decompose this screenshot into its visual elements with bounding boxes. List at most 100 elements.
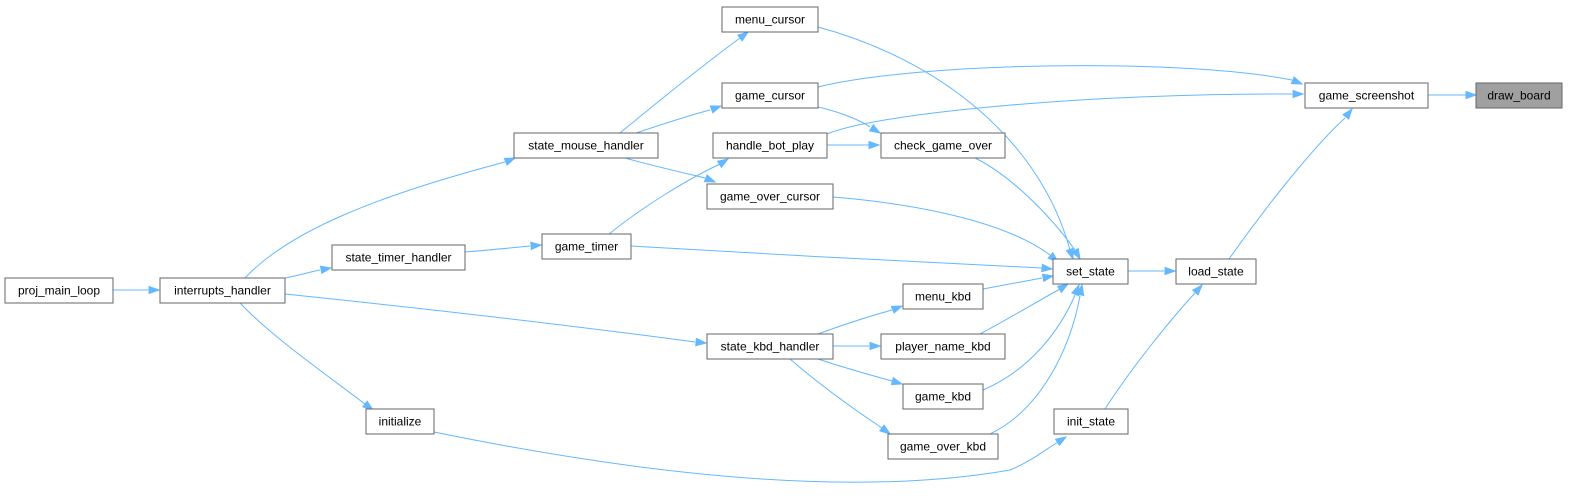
- arrowhead: [1071, 247, 1081, 261]
- node-draw-board[interactable]: draw_board: [1475, 82, 1563, 109]
- node-label: game_over_kbd: [900, 440, 986, 454]
- edge-line: [817, 106, 871, 128]
- arrowhead: [319, 265, 333, 275]
- arrowhead: [890, 305, 904, 314]
- edge-line: [284, 269, 321, 279]
- edge-line: [1104, 292, 1196, 410]
- edge-line: [832, 196, 1051, 256]
- arrowhead: [695, 337, 708, 347]
- node-game-timer[interactable]: game_timer: [541, 233, 632, 260]
- edge-line: [817, 309, 893, 335]
- edge-load_state-to-game_screenshot: [1228, 107, 1353, 260]
- edge-menu_cursor-to-set_state: [817, 26, 1074, 261]
- node-label: game_cursor: [735, 89, 805, 103]
- node-box: [721, 6, 819, 33]
- node-check-game-over[interactable]: check_game_over: [880, 132, 1006, 159]
- node-label: state_kbd_handler: [721, 340, 820, 354]
- node-state-kbd-handler[interactable]: state_kbd_handler: [706, 333, 834, 360]
- node-game-cursor[interactable]: game_cursor: [721, 82, 819, 109]
- arrowhead: [737, 31, 750, 42]
- edge-game_over_kbd-to-set_state: [989, 283, 1085, 435]
- edge-line: [789, 358, 883, 429]
- node-label: set_state: [1066, 265, 1115, 279]
- arrowhead: [1465, 90, 1478, 100]
- edge-game_timer-to-handle_bot_play: [608, 158, 730, 235]
- arrowhead: [1041, 273, 1055, 283]
- edge-line: [619, 37, 741, 134]
- arrowhead: [530, 241, 543, 251]
- node-box: [706, 183, 834, 210]
- node-load-state[interactable]: load_state: [1175, 258, 1257, 285]
- node-state-mouse-handler[interactable]: state_mouse_handler: [513, 132, 659, 159]
- arrowhead: [709, 105, 723, 114]
- node-init-state[interactable]: init_state: [1053, 408, 1129, 435]
- node-interrupts-handler[interactable]: interrupts_handler: [159, 277, 286, 304]
- node-label: menu_kbd: [915, 290, 971, 304]
- node-box: [4, 277, 114, 304]
- node-label: draw_board: [1487, 89, 1550, 103]
- edge-game_cursor-to-check_game_over: [817, 106, 882, 134]
- node-game-kbd[interactable]: game_kbd: [902, 383, 984, 410]
- arrowhead: [503, 157, 517, 166]
- edge-game_timer-to-set_state: [630, 245, 1054, 273]
- edge-line: [244, 161, 506, 279]
- node-game-over-kbd[interactable]: game_over_kbd: [887, 433, 999, 460]
- node-game-screenshot[interactable]: game_screenshot: [1304, 82, 1429, 109]
- edge-line: [624, 157, 706, 179]
- node-label: handle_bot_play: [726, 139, 814, 153]
- edge-line: [979, 288, 1061, 335]
- edge-menu_kbd-to-set_state: [982, 273, 1055, 290]
- node-initialize[interactable]: initialize: [365, 408, 435, 435]
- edge-line: [464, 245, 531, 253]
- node-box: [541, 233, 632, 260]
- edge-game_screenshot-to-draw_board: [1428, 90, 1478, 100]
- node-box: [513, 132, 659, 159]
- nodes-layer: draw_board game_screenshot menu_cursorgame…: [4, 6, 1563, 460]
- edge-state_kbd_handler-to-menu_kbd: [817, 305, 904, 335]
- edge-line: [239, 302, 366, 405]
- node-game-over-cursor[interactable]: game_over_cursor: [706, 183, 834, 210]
- node-set-state[interactable]: set_state: [1052, 258, 1129, 285]
- arrowhead: [1191, 283, 1203, 296]
- edge-line: [433, 431, 1059, 483]
- node-box: [1475, 82, 1563, 109]
- node-label: state_mouse_handler: [528, 139, 643, 153]
- arrowhead: [716, 158, 730, 169]
- edge-state_kbd_handler-to-game_over_kbd: [789, 358, 892, 435]
- node-box: [706, 333, 834, 360]
- arrowhead: [868, 140, 881, 150]
- edge-line: [982, 294, 1076, 391]
- edge-line: [284, 293, 696, 343]
- node-proj-main-loop[interactable]: proj_main_loop: [4, 277, 114, 304]
- node-player-name-kbd[interactable]: player_name_kbd: [880, 333, 1006, 360]
- edge-game_cursor-to-game_screenshot: [817, 65, 1304, 88]
- node-state-timer-handler[interactable]: state_timer_handler: [331, 244, 466, 271]
- node-label: load_state: [1188, 265, 1244, 279]
- edge-line: [635, 109, 711, 134]
- node-box: [365, 408, 435, 435]
- edges-layer: [113, 26, 1478, 483]
- node-menu-cursor[interactable]: menu_cursor: [721, 6, 819, 33]
- arrowhead: [1290, 76, 1304, 85]
- edge-check_game_over-to-set_state: [974, 157, 1081, 261]
- node-box: [159, 277, 286, 304]
- edge-handle_bot_play-to-check_game_over: [827, 140, 881, 150]
- node-box: [712, 132, 828, 159]
- node-box: [331, 244, 466, 271]
- edge-initialize-to-init_state: [433, 431, 1068, 483]
- node-box: [1052, 258, 1129, 285]
- node-label: proj_main_loop: [18, 284, 100, 298]
- edge-state_mouse_handler-to-menu_cursor: [619, 31, 750, 134]
- arrowhead: [1342, 107, 1353, 120]
- node-label: game_screenshot: [1319, 89, 1415, 103]
- node-label: interrupts_handler: [174, 284, 271, 298]
- node-handle-bot-play[interactable]: handle_bot_play: [712, 132, 828, 159]
- edge-state_kbd_handler-to-player_name_kbd: [833, 341, 882, 351]
- arrowhead: [1075, 283, 1085, 297]
- edge-player_name_kbd-to-set_state: [979, 283, 1070, 335]
- edge-interrupts_handler-to-initialize: [239, 302, 375, 411]
- arrowhead: [1065, 247, 1074, 261]
- edge-state_mouse_handler-to-game_over_cursor: [624, 157, 717, 183]
- node-menu-kbd[interactable]: menu_kbd: [902, 283, 984, 310]
